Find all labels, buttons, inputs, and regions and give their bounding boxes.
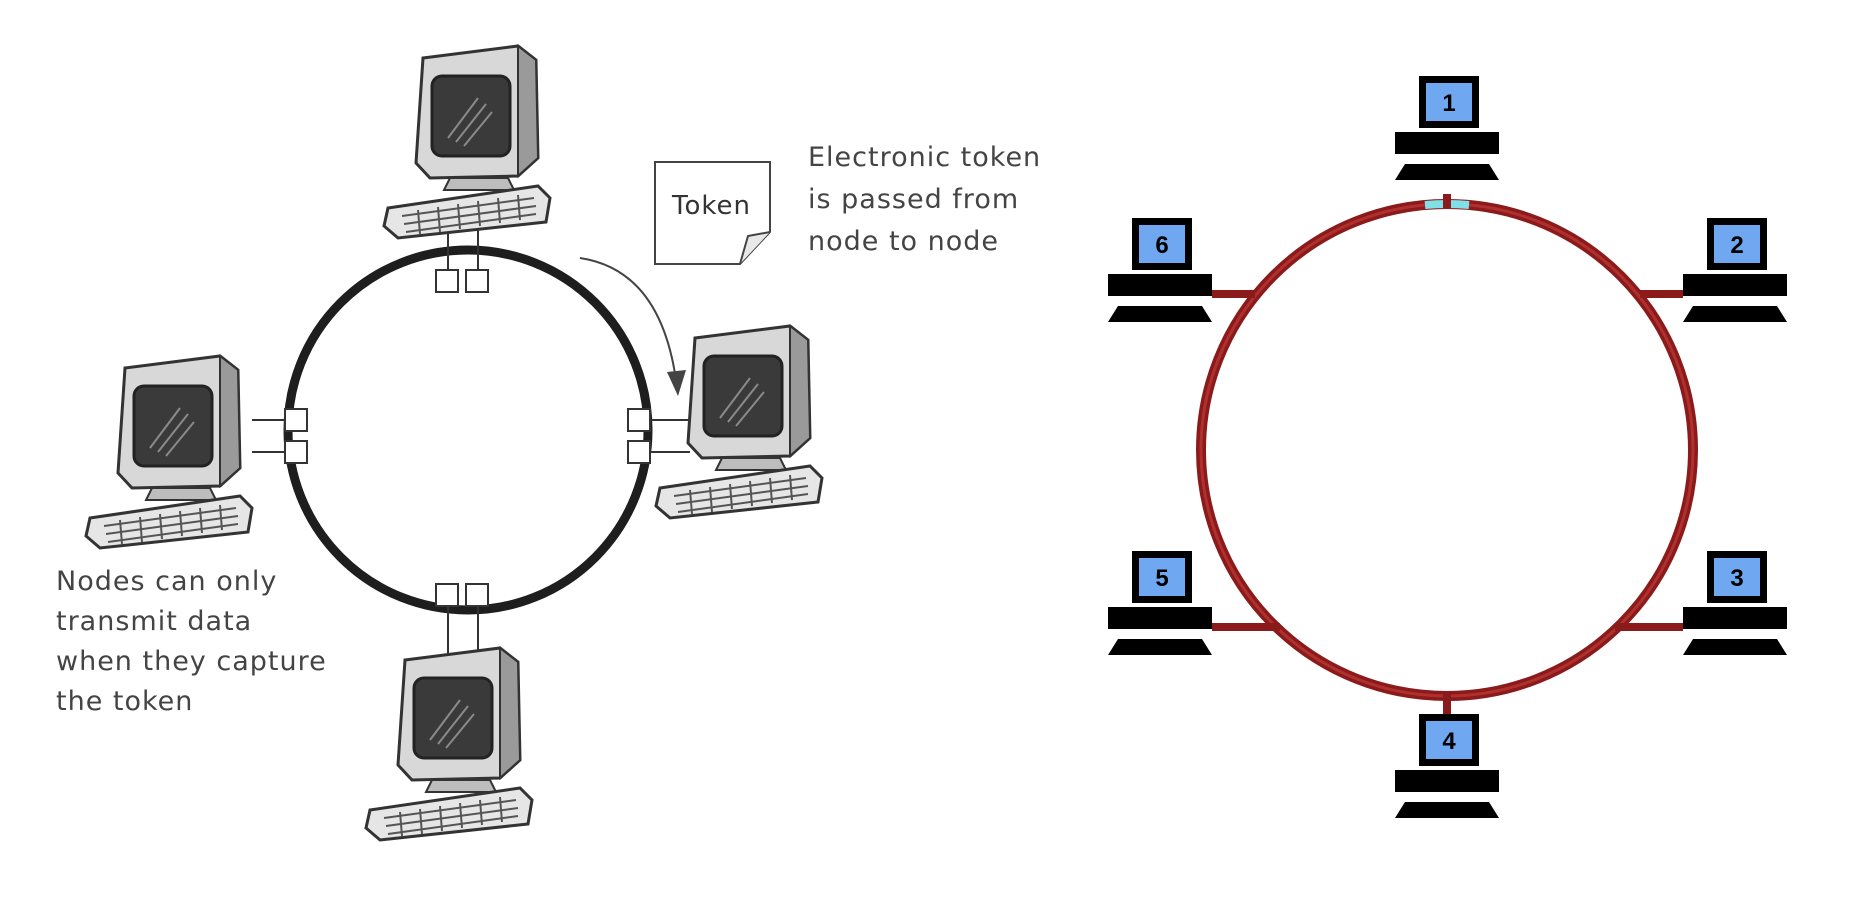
computer-right-icon — [654, 324, 824, 520]
node-5: 5 — [1108, 551, 1212, 655]
computer-bottom-icon — [364, 646, 534, 842]
token-label: Token — [671, 191, 751, 221]
node-5-label: 5 — [1155, 565, 1168, 592]
pass-arrow-icon — [579, 257, 686, 396]
left-ring — [283, 245, 653, 615]
node-2-label: 2 — [1730, 232, 1743, 259]
node-1-label: 1 — [1442, 90, 1455, 117]
computer-top-icon — [382, 44, 552, 240]
computer-left-icon — [84, 354, 254, 550]
token-note: Token — [654, 161, 771, 265]
node-1: 1 — [1395, 76, 1499, 180]
caption-capture-token: Nodes can only transmit data when they c… — [56, 566, 336, 717]
node-4-label: 4 — [1442, 728, 1456, 755]
caption-token-passing: Electronic token is passed from node to … — [808, 142, 1051, 257]
connector-left — [252, 408, 308, 464]
node-4: 4 — [1395, 714, 1499, 818]
node-2: 2 — [1683, 218, 1787, 322]
right-token-ring-diagram: 1 2 3 4 5 6 — [1108, 76, 1787, 818]
node-3: 3 — [1683, 551, 1787, 655]
node-6-label: 6 — [1155, 232, 1168, 259]
node-3-label: 3 — [1730, 565, 1743, 592]
node-6: 6 — [1108, 218, 1212, 322]
left-token-ring-diagram: Token Electronic token is passed from no… — [56, 44, 1051, 842]
connector-top — [435, 228, 489, 293]
connector-bottom — [435, 583, 489, 655]
right-drop-lines — [1212, 194, 1683, 718]
right-ring — [1196, 199, 1698, 701]
connector-right — [627, 408, 690, 464]
